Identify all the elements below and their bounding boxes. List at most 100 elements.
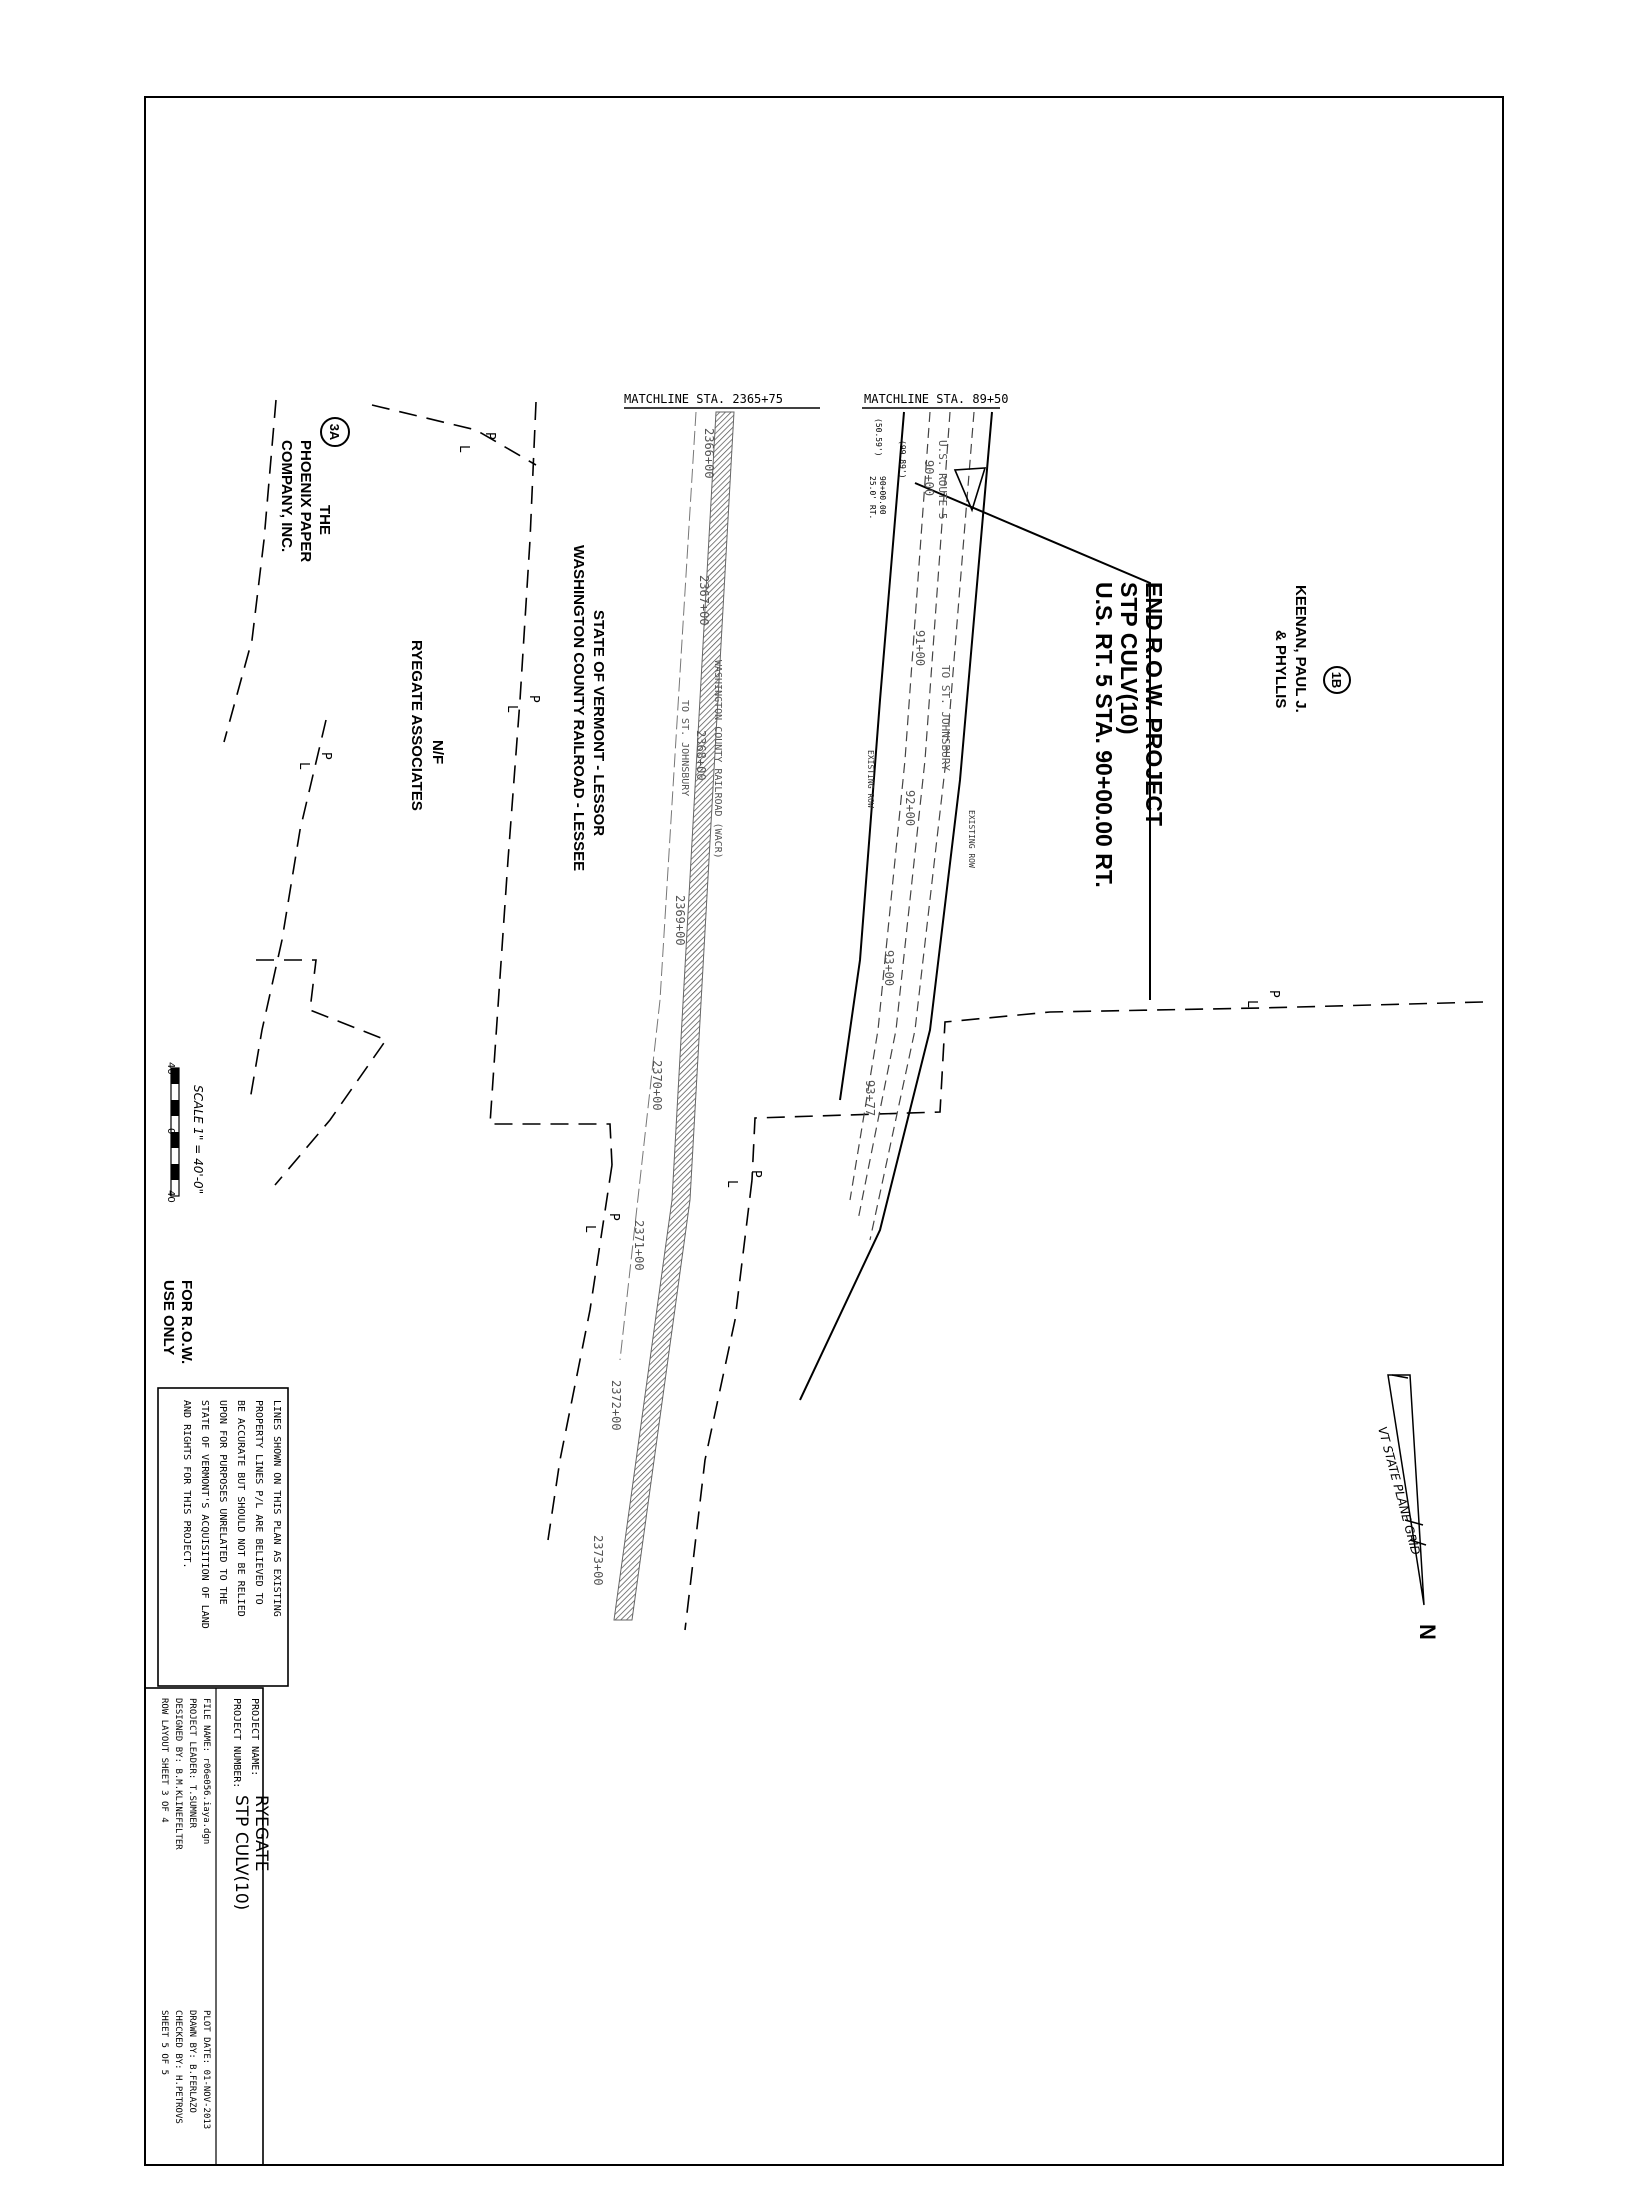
rail-station-4: 2369+00	[673, 895, 687, 946]
pl-l-3: L	[296, 762, 311, 770]
note-line-5: STATE OF VERMONT'S ACQUISITION OF LAND	[199, 1400, 210, 1629]
project-leader: PROJECT LEADER: T.SUMNER	[187, 1698, 197, 1829]
drawn-by: DRAWN BY: B.FERLAZO	[187, 2010, 197, 2113]
pl-p-1: P	[482, 432, 497, 440]
pl-l-6: L	[582, 1225, 597, 1233]
north-arrow	[1387, 1374, 1427, 1606]
project-number: STP CULV(10)	[231, 1795, 251, 1910]
project-number-label: PROJECT NUMBER:	[231, 1698, 242, 1788]
road-row-west	[839, 411, 905, 1101]
road-station-4: 93+00	[882, 950, 896, 986]
north-arrow-n: N	[1415, 1624, 1440, 1640]
note-line-4: UPON FOR PURPOSES UNRELATED TO THE	[217, 1400, 228, 1605]
sheet-number: SHEET 5 OF 5	[159, 2010, 169, 2075]
pl-l-2: L	[504, 705, 519, 713]
scale-bar: SCALE 1" = 40'-0" 40 0 40	[165, 1062, 205, 1203]
svg-text:RYEGATE ASSOCIATES: RYEGATE ASSOCIATES	[408, 640, 425, 811]
rail-station-6: 2371+00	[632, 1220, 646, 1271]
owner-1b: 1B KEENAN, PAUL J. & PHYLLIS	[1272, 585, 1351, 713]
sheet-border	[144, 96, 1504, 2166]
svg-text:COMPANY, INC.: COMPANY, INC.	[278, 440, 295, 552]
rail-station-2: 2367+00	[697, 575, 711, 626]
offset-b: (99.89')	[898, 440, 907, 479]
project-name-label: PROJECT NAME:	[249, 1698, 260, 1776]
road-existing-row-label-2: EXISTING ROW	[866, 750, 875, 808]
file-name: FILE NAME: r06e056.iaya.dgn	[201, 1698, 211, 1844]
svg-text:WASHINGTON COUNTY RAILROAD - L: WASHINGTON COUNTY RAILROAD - LESSEE	[570, 545, 587, 871]
note-box: LINES SHOWN ON THIS PLAN AS EXISTING PRO…	[157, 1387, 289, 1687]
road-existing-row-label: EXISTING ROW	[967, 810, 976, 868]
road-centerline	[857, 411, 951, 1221]
svg-text:THE: THE	[316, 505, 333, 535]
scale-left: 40	[165, 1062, 176, 1075]
row-use-line2: USE ONLY	[160, 1280, 177, 1355]
railroad-track	[613, 411, 735, 1621]
rail-row-line-east	[684, 1179, 753, 1631]
property-line-nf	[489, 401, 613, 1166]
svg-text:N/F: N/F	[429, 740, 446, 764]
svg-text:U.S. RT. 5 STA. 90+00.00 RT.: U.S. RT. 5 STA. 90+00.00 RT.	[1091, 582, 1117, 888]
offset-d: 25.0' RT.	[868, 476, 877, 519]
pl-p-2: P	[526, 695, 541, 703]
title-block: PROJECT NAME: RYEGATE PROJECT NUMBER: ST…	[144, 1687, 271, 2166]
owner-nf: N/F RYEGATE ASSOCIATES	[408, 640, 446, 811]
svg-text:PHOENIX PAPER: PHOENIX PAPER	[297, 440, 314, 562]
road-station-1: 90+00	[922, 460, 936, 496]
note-line-3: BE ACCURATE BUT SHOULD NOT BE RELIED	[235, 1400, 246, 1617]
project-name: RYEGATE	[251, 1795, 271, 1871]
owner-1b-name2: & PHYLLIS	[1272, 630, 1289, 708]
rail-name-label: WASHINGTON COUNTY RAILROAD (WACR)	[712, 660, 723, 859]
road-route-label: U.S. ROUTE 5	[936, 440, 949, 519]
pl-l-4: L	[1244, 1000, 1259, 1008]
scale-label: SCALE 1" = 40'-0"	[191, 1085, 205, 1194]
rail-station-3: 2368+00	[694, 730, 708, 781]
end-row-leader	[914, 482, 1151, 1000]
road-station-2: 91+00	[913, 630, 927, 666]
rail-station-7: 2372+00	[609, 1380, 623, 1431]
rail-row-line-west	[547, 1164, 613, 1541]
offset-a: (50.59')	[874, 418, 883, 457]
plot-date: PLOT DATE: 01-NOV-2013	[201, 2010, 211, 2129]
pl-p-5: P	[748, 1170, 763, 1178]
matchline-rail-label: MATCHLINE STA. 2365+75	[624, 392, 783, 406]
rail-station-8: 2373+00	[591, 1535, 605, 1586]
row-use-line1: FOR R.O.W.	[178, 1280, 195, 1364]
svg-text:3A: 3A	[327, 424, 342, 441]
property-line-3a-west	[223, 399, 277, 743]
note-line-2: PROPERTY LINES P/L ARE BELIEVED TO	[253, 1400, 264, 1605]
road-station-5: 93+77	[863, 1080, 877, 1116]
svg-text:1B: 1B	[1329, 672, 1344, 689]
rail-centerline	[619, 411, 697, 1361]
svg-text:STP CULV(10): STP CULV(10)	[1116, 582, 1142, 735]
scale-mid: 0	[165, 1128, 176, 1134]
road-row-east	[799, 411, 993, 1401]
road-station-3: 92+00	[903, 790, 917, 826]
svg-text:END R.O.W. PROJECT: END R.O.W. PROJECT	[1141, 582, 1167, 826]
property-line-1b	[751, 1001, 1484, 1181]
designed-by: DESIGNED BY: B.M.KLINEFELTER	[173, 1698, 183, 1850]
owner-1b-circle	[1323, 666, 1351, 694]
note-line-6: AND RIGHTS FOR THIS PROJECT.	[181, 1400, 192, 1569]
rail-station-1: 2366+00	[702, 428, 716, 479]
pl-p-6: P	[606, 1213, 621, 1221]
scale-right: 40	[165, 1190, 176, 1203]
end-row-arrowhead	[953, 467, 987, 513]
owner-1b-name: KEENAN, PAUL J.	[1292, 585, 1309, 713]
pl-l-5: L	[724, 1180, 739, 1188]
railroad-owner: STATE OF VERMONT - LESSOR WASHINGTON COU…	[570, 545, 607, 871]
pl-p-3: P	[318, 752, 333, 760]
svg-text:STATE OF VERMONT - LESSOR: STATE OF VERMONT - LESSOR	[590, 610, 607, 836]
rail-station-5: 2370+00	[650, 1060, 664, 1111]
checked-by: CHECKED BY: H.PETROVS	[173, 2010, 183, 2124]
owner-3a-circle	[320, 417, 350, 447]
pl-l-1: L	[456, 445, 471, 453]
row-layout: ROW LAYOUT SHEET 3 OF 4	[159, 1698, 169, 1823]
road-edge-1	[869, 411, 975, 1241]
road-edge-2	[849, 411, 931, 1201]
matchline-road-label: MATCHLINE STA. 89+50	[864, 392, 1009, 406]
rail-to-label: TO ST. JOHNSBURY	[679, 700, 690, 796]
road-to-label: TO ST. JOHNSBURY	[939, 665, 952, 771]
property-line-nf-west	[249, 719, 327, 1101]
offset-c: 90+00.00	[878, 476, 887, 515]
